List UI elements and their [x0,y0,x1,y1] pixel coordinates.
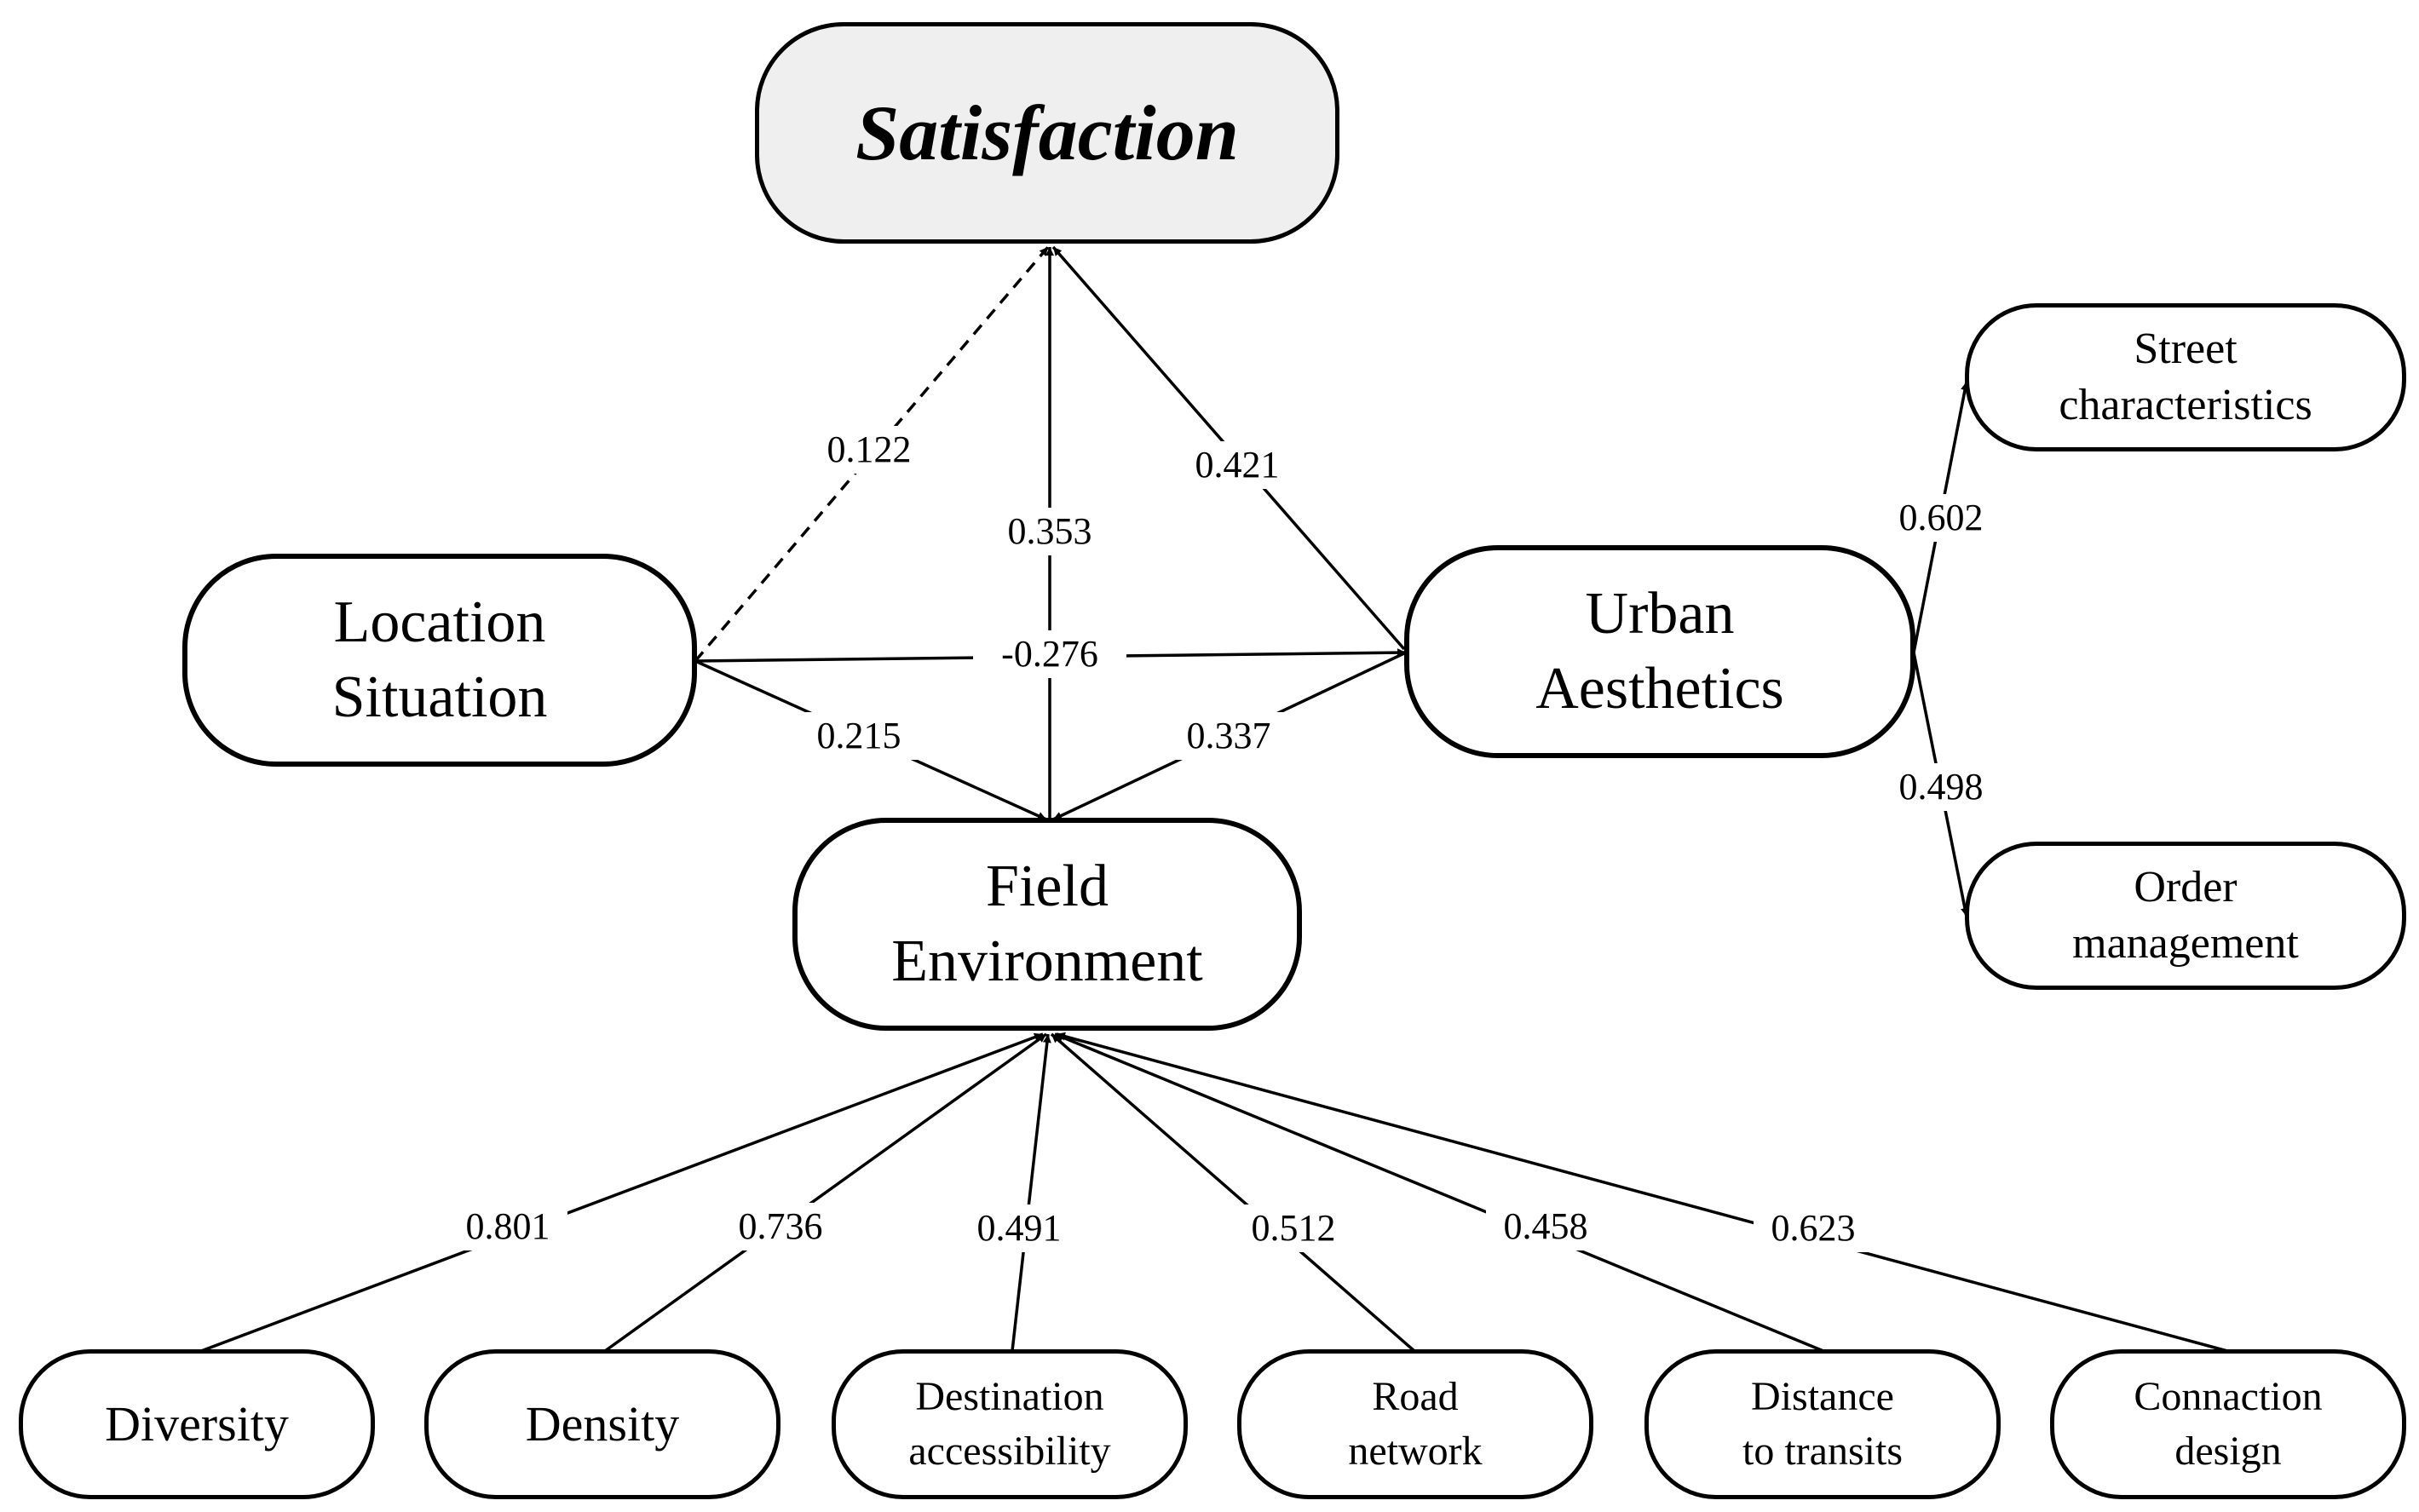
coef-location-urban: -0.276 [1001,633,1098,675]
destination-line1: Destination [915,1374,1104,1419]
distance-line1: Distance [1751,1374,1894,1419]
coef-destination-field: 0.491 [977,1207,1062,1249]
node-density: Density [424,1349,780,1499]
location-line2: Situation [331,664,548,730]
node-satisfaction: Satisfaction [755,22,1339,244]
edge-destination-field [1011,1033,1051,1352]
edge-distance-field [1054,1032,1824,1353]
urban-line2: Aesthetics [1535,656,1784,722]
edge-diversity-field [200,1032,1044,1353]
node-street-characteristics: Street characteristics [1965,303,2406,451]
coef-field-satisfaction: 0.353 [1008,510,1092,552]
street-line1: Street [2134,325,2238,373]
street-line2: characteristics [2059,381,2312,429]
node-connection-design: Connaction design [2050,1349,2406,1499]
order-line1: Order [2134,863,2238,911]
coef-urban-street: 0.602 [1899,497,1984,538]
node-distance-to-transits: Distance to transits [1644,1349,2001,1499]
coef-urban-field: 0.337 [1187,715,1271,756]
road-line1: Road [1372,1374,1459,1419]
connection-line1: Connaction [2134,1374,2323,1419]
node-order-management: Order management [1965,842,2406,990]
coef-location-satisfaction: 0.122 [827,428,912,470]
location-line1: Location [333,589,546,655]
coef-location-field: 0.215 [817,715,901,756]
coef-distance-field: 0.458 [1504,1205,1588,1247]
node-road-network: Road network [1237,1349,1593,1499]
coef-urban-satisfaction: 0.421 [1195,444,1280,486]
coef-road-field: 0.512 [1252,1207,1336,1249]
urban-line1: Urban [1585,581,1735,647]
field-line2: Environment [891,928,1203,994]
field-line1: Field [986,854,1109,919]
edge-connection-field [1056,1032,2228,1353]
coef-connection-field: 0.623 [1771,1207,1856,1249]
coef-urban-order: 0.498 [1899,766,1984,808]
node-diversity: Diversity [19,1349,375,1499]
diversity-label: Diversity [105,1396,289,1452]
destination-line2: accessibility [908,1429,1111,1474]
edge-density-field [603,1032,1048,1353]
coef-diversity-field: 0.801 [466,1205,550,1247]
node-field-environment: Field Environment [792,818,1302,1031]
distance-line2: to transits [1742,1429,1903,1474]
edge-road-field [1050,1032,1416,1353]
coef-density-field: 0.736 [739,1205,823,1247]
density-label: Density [525,1396,680,1452]
connection-line2: design [2174,1429,2282,1474]
road-line2: network [1348,1429,1483,1474]
node-destination-accessibility: Destination accessibility [832,1349,1188,1499]
node-location-situation: Location Situation [182,554,697,767]
satisfaction-label: Satisfaction [855,89,1239,176]
node-urban-aesthetics: Urban Aesthetics [1404,545,1915,758]
order-line2: management [2072,919,2299,968]
